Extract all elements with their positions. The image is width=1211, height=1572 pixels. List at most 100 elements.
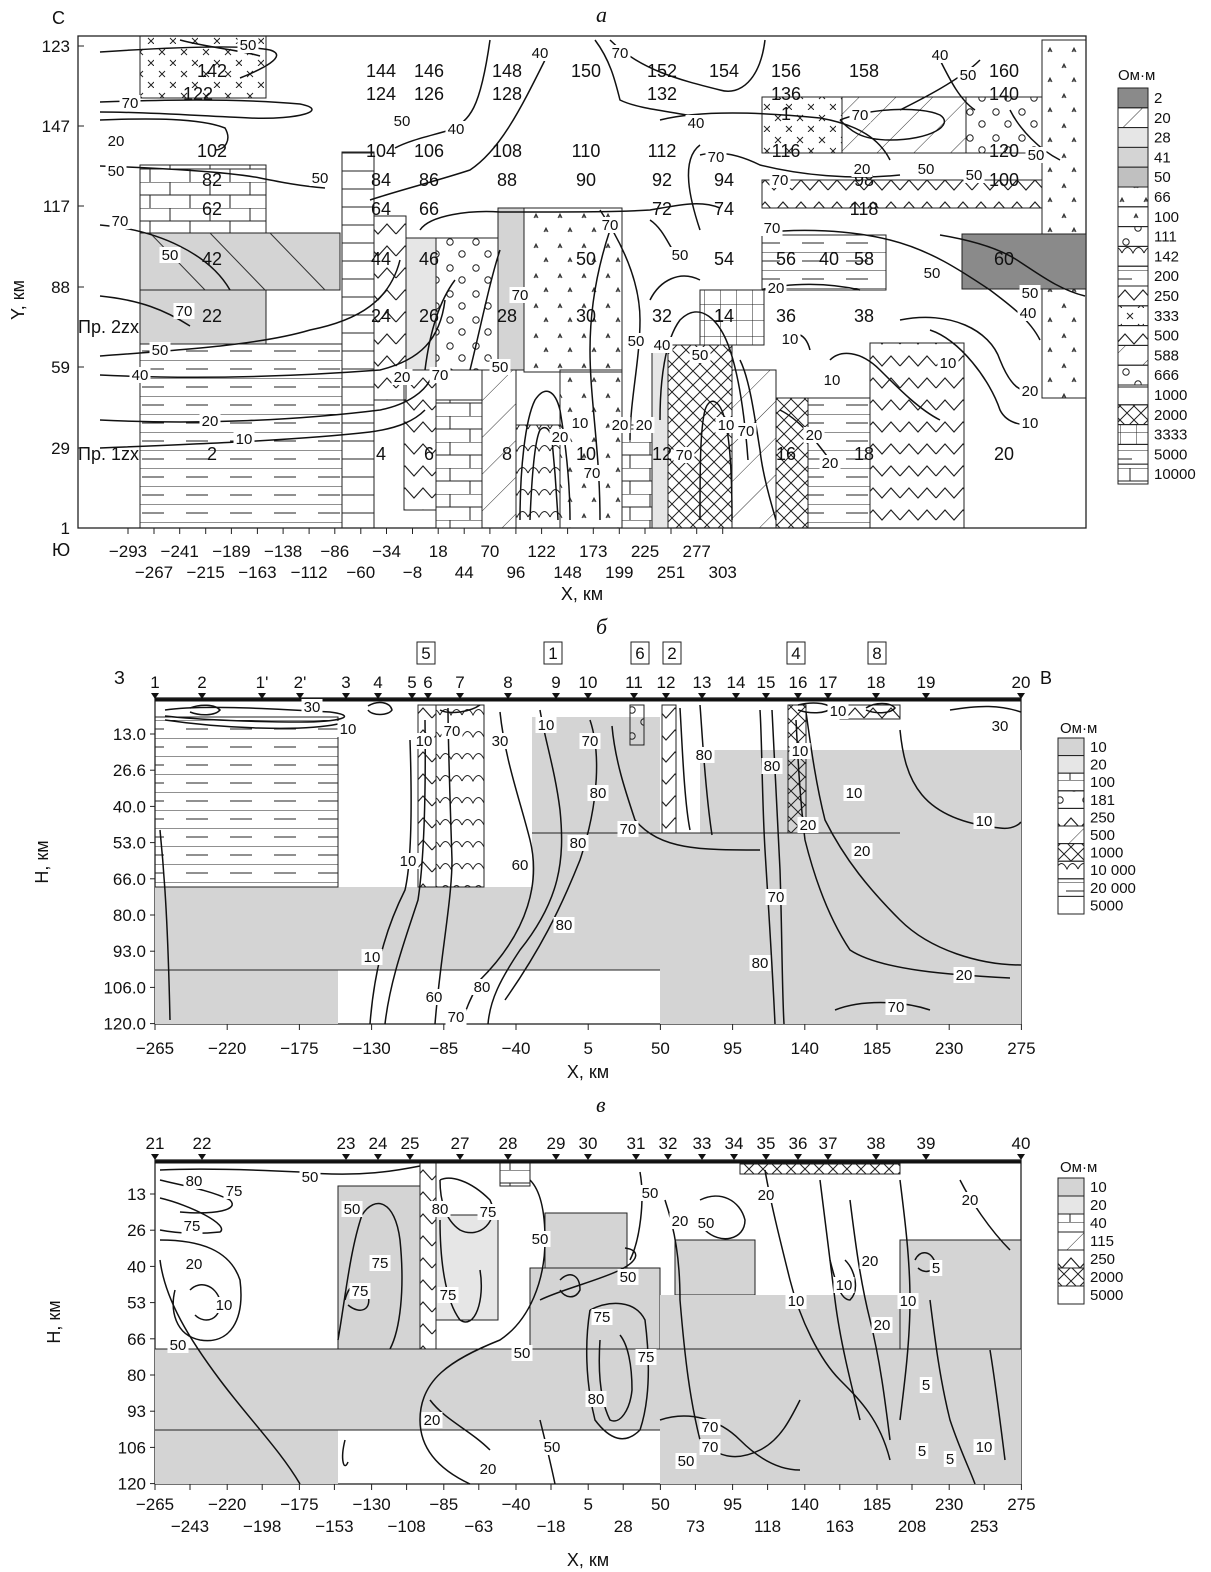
a-xtick-label-lower: 96 [506,563,525,582]
b-station-label: 7 [455,673,464,692]
a-contour-label: 70 [112,213,129,230]
legend-b-label: 5000 [1090,897,1123,914]
c-contour-label-bg [591,1309,613,1325]
a-cell-number: 120 [989,141,1019,161]
panel-b-y-title: H, км [32,840,52,883]
c-station-marker [698,1154,706,1160]
legend-b-unit: Ом·м [1060,720,1097,737]
c-xtick-label-upper: 275 [1007,1495,1035,1514]
c-xtick-label-upper: −220 [208,1495,246,1514]
panel-a-x-title: X, км [561,584,603,604]
block-brick [139,164,267,234]
a-xtick-label-upper: −86 [320,542,349,561]
a-xtick-label-lower: 251 [657,563,685,582]
b-contour-label-bg [851,843,873,859]
block-hlines [341,151,375,529]
c-contour-label-bg [859,1253,881,1269]
b-contour-label: 10 [400,853,417,870]
a-cell-number: 92 [652,170,672,190]
a-xtick-label-upper: −189 [212,542,250,561]
a-contour-label: 50 [966,167,983,184]
legend-a-label: 200 [1154,268,1179,285]
legend-a-swatch [1117,166,1149,188]
c-contour-label: 10 [900,1293,917,1310]
c-station-marker [922,1154,930,1160]
c-contour-label: 50 [698,1215,715,1232]
c-station-label: 33 [693,1134,712,1153]
c-contour-label-bg [349,1283,371,1299]
c-xtick-label-upper: 5 [583,1495,592,1514]
a-contour-label-bg [529,45,551,61]
a-contour-label-bg [669,247,691,263]
b-contour-label: 10 [416,733,433,750]
c-contour-label-bg [617,1269,639,1285]
c-brick [499,1159,531,1187]
a-cell-number: 8 [502,444,512,464]
block-circles-2 [965,96,1043,154]
c-contour-label: 50 [678,1453,695,1470]
a-contour-label: 70 [176,303,193,320]
a-contour-label-bg [1019,285,1041,301]
a-xtick-label-lower: 199 [605,563,633,582]
a-cell-number: 72 [652,199,672,219]
a-cell-number: 146 [414,61,444,81]
b-station-marker [698,693,706,699]
a-cell-number: 10 [576,444,596,464]
b-station-label: 6 [423,673,432,692]
c-gray-b [544,1212,628,1269]
block-diag-3 [731,369,777,529]
a-contour-label-bg [821,372,843,388]
panel-c-y-title: H, км [44,1300,64,1343]
legend-b-swatch [1057,755,1085,774]
legend-c-label: 40 [1090,1215,1107,1232]
a-contour-label: 40 [532,45,549,62]
c-xtick-label-upper: 50 [651,1495,670,1514]
b-boxed-number: 8 [872,644,881,663]
c-contour-label: 20 [480,1461,497,1478]
legend-b-swatch [1057,895,1085,915]
a-contour-label-bg [609,417,631,433]
legend-b-label: 1000 [1090,845,1123,862]
a-contour-label-bg [651,337,673,353]
c-contour-label-bg [919,1377,933,1393]
c-xtick-label-lower: −18 [537,1517,566,1536]
c-ytick-label: 13 [127,1185,146,1204]
legend-a-label: 142 [1154,248,1179,265]
a-contour-label: 40 [132,367,149,384]
legend-c-swatch [1057,1213,1085,1233]
c-contour-label-bg [585,1391,607,1407]
c-contour-label-bg [915,1443,929,1459]
b-contour-label: 10 [340,721,357,738]
c-contour-label: 50 [642,1185,659,1202]
block-dark [961,233,1087,290]
a-contour-label-bg [159,247,181,263]
b-contour-label-bg [973,813,995,829]
legend-a-label: 1000 [1154,387,1187,404]
a-cell-number: 44 [371,249,391,269]
b-station-label: 8 [503,673,512,692]
a-cell-number: 150 [571,61,601,81]
a-cell-number: 154 [709,61,739,81]
b-ytick-label: 66.0 [113,870,146,889]
c-xtick-label-upper: 230 [935,1495,963,1514]
a-cell-number: 106 [414,141,444,161]
c-xhatch [739,1163,901,1175]
a-cell-number: 108 [492,141,522,161]
c-contour-label: 5 [922,1377,930,1394]
b-contour-label: 80 [474,979,491,996]
c-station-label: 36 [789,1134,808,1153]
c-station-marker [198,1154,206,1160]
c-station-label: 37 [819,1134,838,1153]
legend-a-label: 66 [1154,189,1171,206]
a-contour-label: 10 [782,331,799,348]
legend-a-swatch [1117,245,1149,267]
a-cell-number: 104 [366,141,396,161]
a-cell-number: 64 [371,199,391,219]
c-station-marker [552,1154,560,1160]
c-contour-label-bg [167,1337,189,1353]
b-contour-label: 10 [538,717,555,734]
b-contour-label-bg [489,733,511,749]
